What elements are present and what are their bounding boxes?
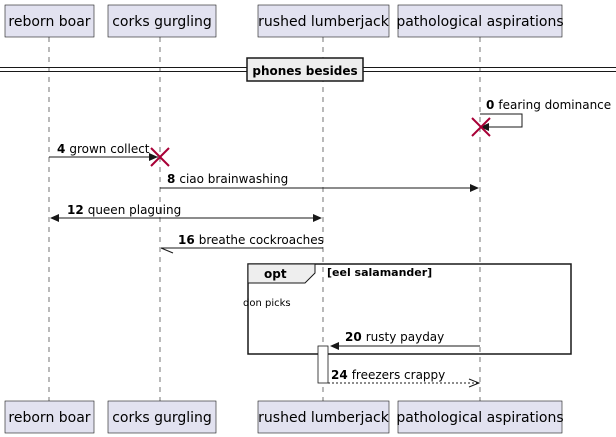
divider: phones besides (0, 57, 616, 82)
participant-pathological-aspirations-bottom: pathological aspirations (396, 400, 564, 434)
participant-pathological-aspirations-top: pathological aspirations (396, 4, 564, 38)
opt-condition: [eel salamander] (327, 266, 432, 279)
note-text: don picks (243, 298, 291, 309)
message-text: queen plaguing (88, 203, 182, 217)
message-number: 12 (67, 203, 84, 217)
participant-label: rushed lumberjack (258, 14, 390, 30)
message-16: 16 breathe cockroaches (160, 233, 324, 254)
destroy-icon (471, 117, 491, 137)
message-24: 24 freezers crappy (328, 368, 481, 388)
message-text: grown collect (69, 142, 149, 156)
message-12: 12 queen plaguing (50, 203, 322, 222)
activation-bar (317, 345, 329, 384)
participant-label: reborn boar (8, 14, 90, 30)
participant-label: corks gurgling (112, 14, 212, 30)
divider-label: phones besides (252, 64, 357, 78)
participant-corks-gurgling-top: corks gurgling (107, 4, 217, 38)
message-number: 8 (167, 172, 175, 186)
participant-reborn-boar-top: reborn boar (4, 4, 95, 38)
opt-keyword: opt (264, 267, 287, 281)
participant-label: pathological aspirations (396, 410, 563, 426)
message-text: ciao brainwashing (179, 172, 288, 186)
message-number: 20 (345, 330, 362, 344)
message-text: breathe cockroaches (199, 233, 324, 247)
participant-rushed-lumberjack-bottom: rushed lumberjack (257, 400, 390, 434)
message-text: freezers crappy (352, 368, 446, 382)
participant-label: pathological aspirations (396, 14, 563, 30)
message-text: fearing dominance (498, 98, 611, 112)
message-8: 8 ciao brainwashing (160, 172, 479, 192)
message-number: 24 (331, 368, 348, 382)
participant-label: rushed lumberjack (258, 410, 390, 426)
participant-rushed-lumberjack-top: rushed lumberjack (257, 4, 390, 38)
message-4: 4 grown collect (49, 142, 158, 161)
participant-corks-gurgling-bottom: corks gurgling (107, 400, 217, 434)
message-number: 4 (57, 142, 65, 156)
message-number: 0 (486, 98, 494, 112)
opt-fragment: opt [eel salamander] (247, 263, 572, 355)
message-0: 0 fearing dominance (480, 98, 611, 131)
participant-label: corks gurgling (112, 410, 212, 426)
participant-label: reborn boar (8, 410, 90, 426)
message-number: 16 (178, 233, 195, 247)
destroy-icon (150, 147, 170, 167)
participant-reborn-boar-bottom: reborn boar (4, 400, 95, 434)
message-text: rusty payday (366, 330, 445, 344)
message-20: 20 rusty payday (330, 330, 480, 350)
